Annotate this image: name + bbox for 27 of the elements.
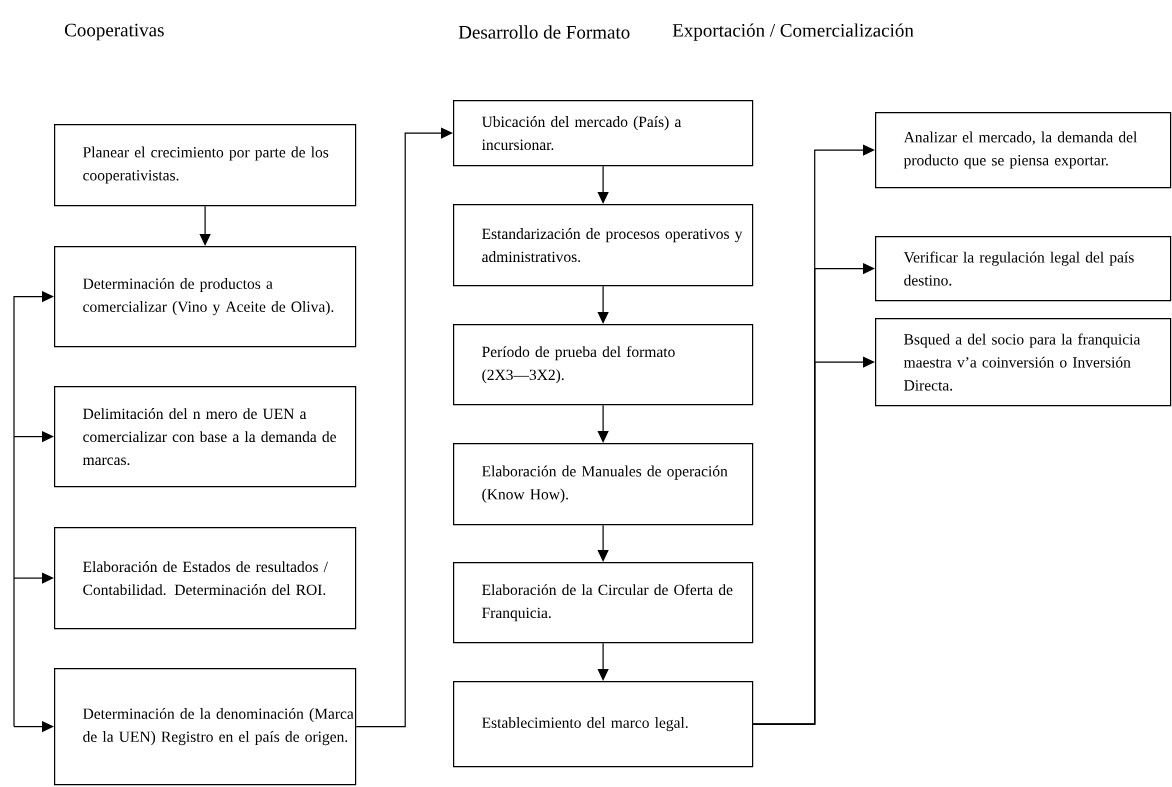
process-box: Elaboración de Manuales de operación (Know How). bbox=[453, 443, 754, 526]
arrow bbox=[597, 285, 609, 324]
arrow bbox=[752, 356, 875, 725]
column-heading: Cooperativas bbox=[65, 23, 164, 41]
process-box: Verificar la regulación legal del país destino. bbox=[875, 236, 1172, 302]
process-box: Período de prueba del formato (2X3—3X2). bbox=[453, 324, 754, 406]
process-box: Elaboración de la Circular de Oferta de Franquicia. bbox=[453, 562, 754, 644]
process-box: Determinación de productos a comercializar (Vino y Aceite de Oliva). bbox=[54, 246, 357, 348]
arrow bbox=[355, 127, 453, 728]
arrow bbox=[597, 404, 609, 443]
process-box: Determinación de la denominación (Marca de la UEN) Registro en el país de origen. bbox=[54, 668, 357, 786]
arrow bbox=[597, 524, 609, 562]
process-box: Estandarización de procesos operativos y administrativos. bbox=[453, 204, 754, 287]
arrow bbox=[13, 572, 54, 584]
process-box: Analizar el mercado, la demanda del producto que se piensa exportar. bbox=[875, 112, 1172, 189]
process-box: Planear el crecimiento por parte de los cooperativistas. bbox=[54, 124, 357, 207]
column-heading: Desarrollo de Formato bbox=[458, 25, 630, 39]
process-box: Establecimiento del marco legal. bbox=[453, 681, 754, 768]
process-box: Ubicación del mercado (País) a incursionar. bbox=[453, 100, 754, 167]
arrow bbox=[597, 165, 609, 204]
arrow bbox=[13, 290, 54, 728]
process-box: Bsqued a del socio para la franquicia maestra v’a coinversión o Inversión Directa. bbox=[875, 318, 1172, 407]
column-heading: Exportación / Comercialización bbox=[672, 23, 914, 41]
process-box: Elaboración de Estados de resultados / Contabilidad. Determinación del ROI. bbox=[54, 527, 357, 630]
process-box: Delimitación del n mero de UEN a comercializar con base a la demanda de marcas. bbox=[54, 386, 357, 488]
arrow bbox=[199, 205, 211, 246]
arrow bbox=[597, 642, 609, 681]
